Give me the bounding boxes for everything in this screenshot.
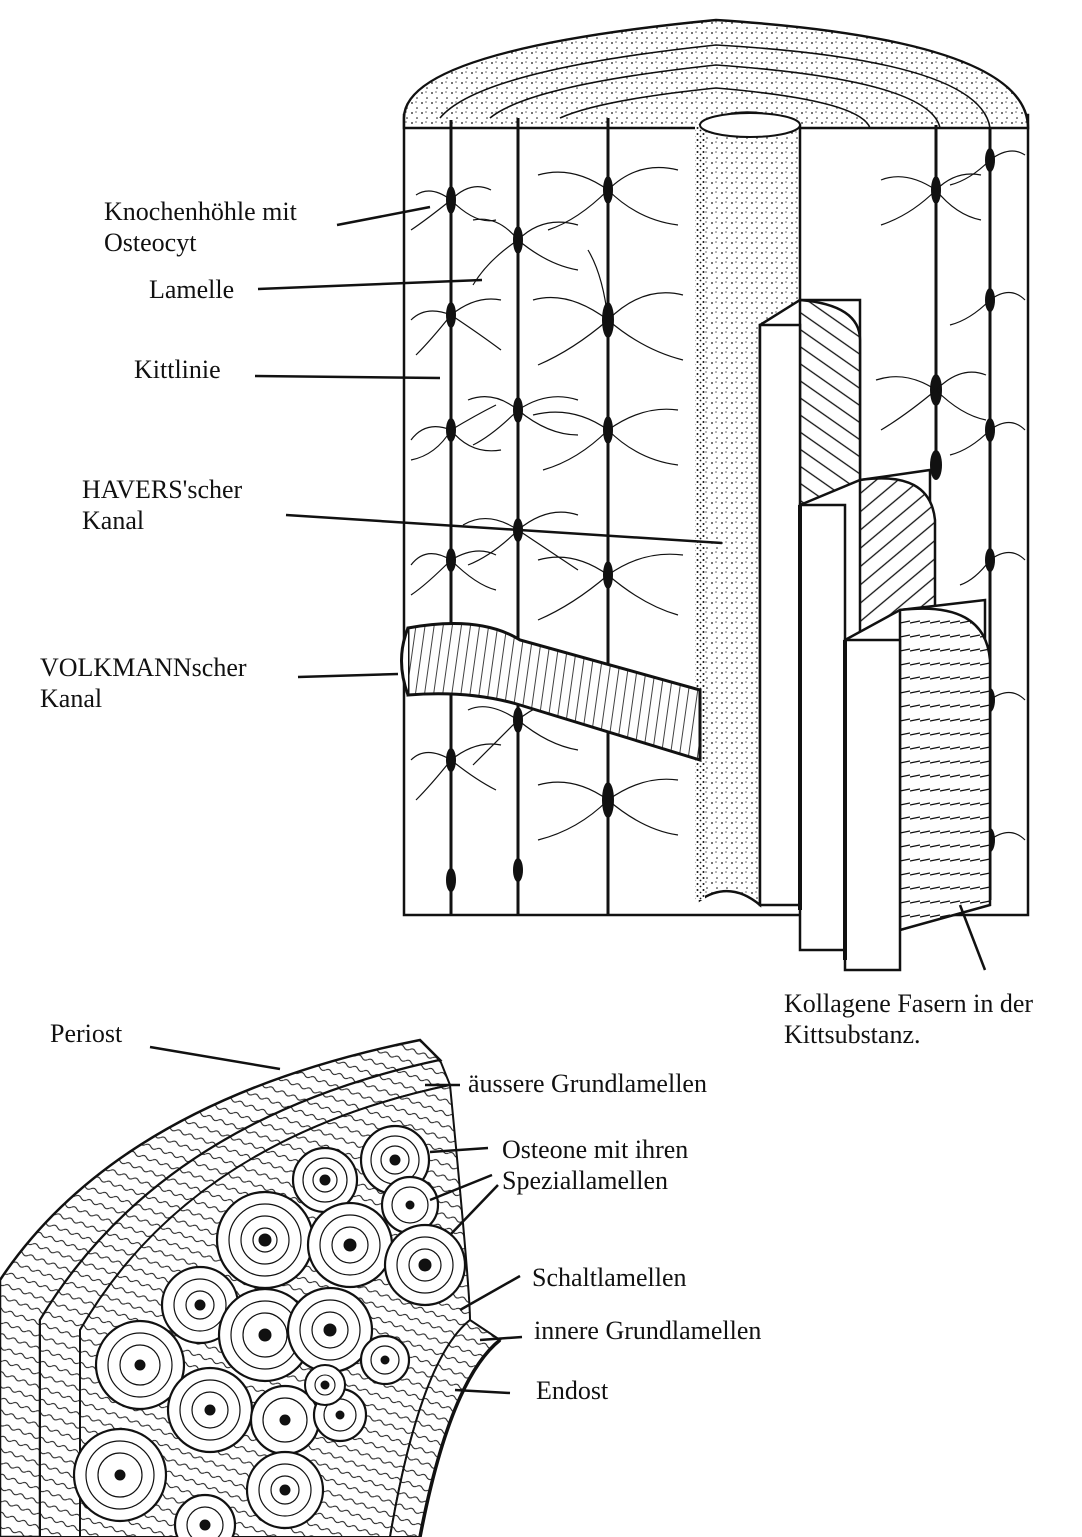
osteon-block: [402, 20, 1029, 970]
osteon: [288, 1288, 372, 1372]
label-osteone: Osteone mit ihren Speziallamellen: [502, 1134, 688, 1196]
label-havers: HAVERS'scher Kanal: [82, 474, 242, 536]
label-schaltlamellen: Schaltlamellen: [532, 1262, 687, 1293]
label-knochenhoehle-line2: Osteocyt: [104, 227, 297, 258]
label-periost: Periost: [50, 1018, 122, 1049]
label-kollagen-line1: Kollagene Fasern in der: [784, 988, 1033, 1019]
label-knochenhoehle-line1: Knochenhöhle mit: [104, 196, 297, 227]
bone-cross-section: [0, 1040, 500, 1537]
label-kollagen: Kollagene Fasern in der Kittsubstanz.: [784, 988, 1033, 1050]
label-volkmann-line1: VOLKMANNscher: [40, 652, 247, 683]
label-innere-grundlamellen: innere Grundlamellen: [534, 1315, 761, 1346]
label-aeussere-grundlamellen: äussere Grundlamellen: [468, 1068, 707, 1099]
label-volkmann-line2: Kanal: [40, 683, 247, 714]
label-endost: Endost: [536, 1375, 608, 1406]
label-kittlinie: Kittlinie: [134, 354, 221, 385]
osteon: [385, 1225, 465, 1305]
label-lamelle: Lamelle: [149, 274, 234, 305]
osteon: [305, 1365, 345, 1405]
label-knochenhoehle: Knochenhöhle mit Osteocyt: [104, 196, 297, 258]
osteon: [308, 1203, 392, 1287]
osteon: [361, 1336, 409, 1384]
osteon: [168, 1368, 252, 1452]
label-havers-line2: Kanal: [82, 505, 242, 536]
label-osteone-line2: Speziallamellen: [502, 1165, 688, 1196]
label-kollagen-line2: Kittsubstanz.: [784, 1019, 1033, 1050]
osteon: [74, 1429, 166, 1521]
label-havers-line1: HAVERS'scher: [82, 474, 242, 505]
osteon: [247, 1452, 323, 1528]
osteon: [217, 1192, 313, 1288]
label-osteone-line1: Osteone mit ihren: [502, 1134, 688, 1165]
label-volkmann: VOLKMANNscher Kanal: [40, 652, 247, 714]
